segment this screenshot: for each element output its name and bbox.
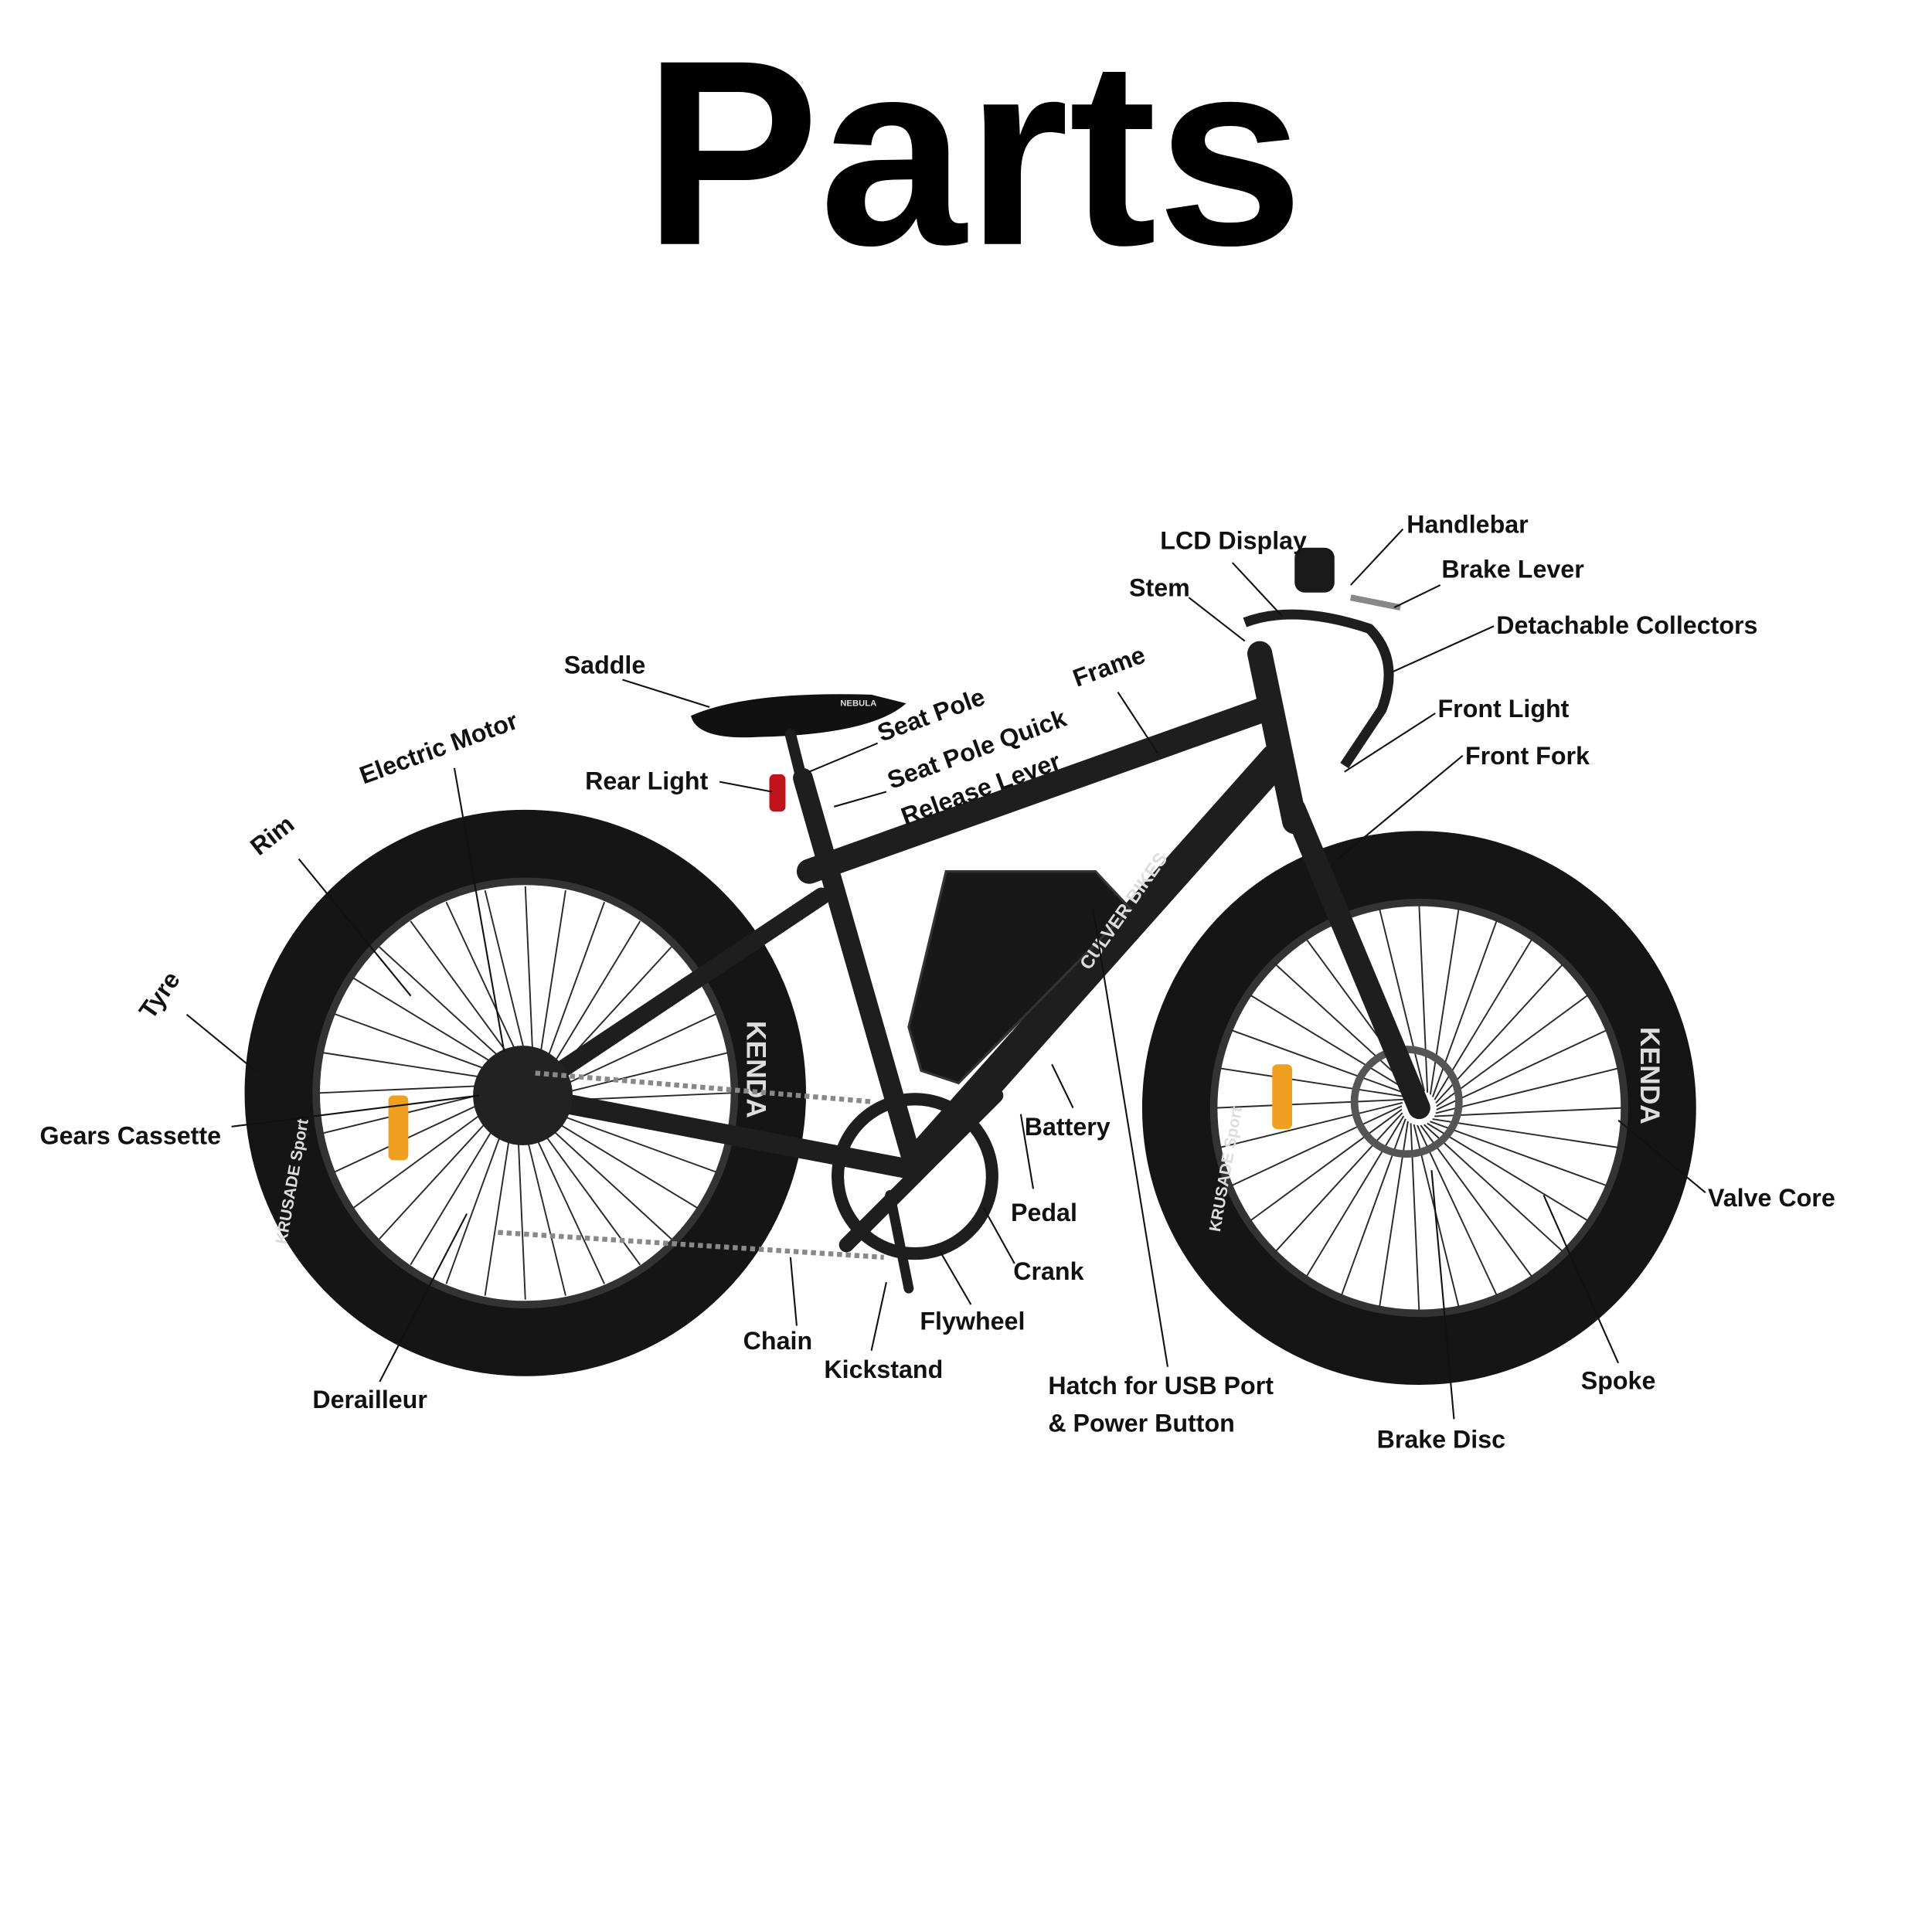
spoke: [1231, 1029, 1409, 1095]
bike-illustration: KENDA KRUSADE Sport KENDA KRUSADE Sport: [244, 547, 1696, 1386]
spoke: [1430, 1121, 1607, 1187]
spoke: [1274, 1112, 1403, 1252]
saddle-logo: NEBULA: [840, 699, 876, 708]
spoke: [1379, 908, 1426, 1092]
label-chain: Chain: [743, 1327, 812, 1355]
rear-light: [769, 774, 786, 812]
handlebar: [1243, 609, 1394, 769]
spoke: [1340, 1118, 1406, 1296]
label-flywheel: Flywheel: [920, 1307, 1025, 1335]
kickstand: [885, 1189, 914, 1294]
leader-lines: [185, 528, 1706, 1420]
spoke: [536, 889, 566, 1080]
label-rim: Rim: [245, 810, 299, 861]
label-brake-lever: Brake Lever: [1441, 555, 1584, 583]
spoke: [1275, 964, 1415, 1092]
spoke: [484, 889, 532, 1077]
rear-tire-logo: KENDA: [740, 1021, 771, 1118]
spoke: [1219, 1067, 1406, 1098]
spoke: [542, 1013, 717, 1096]
label-front-light: Front Light: [1438, 695, 1570, 723]
label-hatch-line1: Hatch for USB Port: [1048, 1372, 1274, 1400]
label-stem: Stem: [1129, 574, 1190, 602]
spoke: [1219, 1101, 1403, 1148]
spoke: [1432, 1118, 1619, 1148]
spoke: [1250, 994, 1412, 1094]
spoke: [1429, 908, 1460, 1095]
spoke: [1436, 1029, 1607, 1111]
spoke: [1436, 994, 1589, 1107]
lcd-display: [1294, 547, 1335, 593]
label-frame: Frame: [1069, 641, 1148, 692]
chainring: [832, 1093, 998, 1260]
spoke: [1423, 1124, 1563, 1253]
label-battery: Battery: [1025, 1113, 1111, 1141]
spoke: [524, 886, 535, 1078]
rear-hub-motor: [473, 1046, 573, 1145]
spoke: [1231, 1105, 1403, 1186]
spoke: [1418, 905, 1429, 1093]
brake-lever: [1349, 594, 1401, 611]
label-tyre: Tyre: [134, 966, 185, 1023]
spoke: [1435, 1067, 1619, 1114]
label-saddle: Saddle: [564, 651, 646, 679]
label-hatch-line2: & Power Button: [1048, 1409, 1235, 1437]
label-front-fork: Front Fork: [1465, 742, 1590, 770]
label-lcd-display: LCD Display: [1160, 526, 1307, 554]
front-wheel: KENDA KRUSADE Sport: [1141, 831, 1696, 1386]
label-kickstand: Kickstand: [824, 1355, 943, 1383]
front-spokes: [1216, 905, 1622, 1311]
saddle: [691, 694, 906, 738]
label-crank: Crank: [1013, 1257, 1083, 1285]
spoke: [538, 901, 606, 1083]
page-title: Parts: [644, 6, 1304, 301]
spoke: [1305, 1115, 1405, 1277]
spoke: [1216, 1098, 1404, 1109]
spoke: [1250, 1108, 1403, 1222]
label-handlebar: Handlebar: [1406, 510, 1529, 538]
label-rear-light: Rear Light: [585, 767, 709, 794]
label-gears-cassette: Gears Cassette: [40, 1121, 222, 1149]
label-spoke: Spoke: [1581, 1367, 1656, 1395]
spoke: [539, 920, 641, 1086]
label-pedal: Pedal: [1011, 1199, 1077, 1226]
spoke: [1434, 1107, 1622, 1117]
label-valve-core: Valve Core: [1708, 1184, 1835, 1212]
spoke: [1417, 1124, 1498, 1296]
spoke: [1420, 1124, 1532, 1277]
battery: [907, 869, 1132, 1085]
rear-reflector: [388, 1095, 409, 1161]
label-derailleur: Derailleur: [312, 1386, 427, 1413]
spoke: [542, 1052, 729, 1099]
front-reflector: [1272, 1064, 1293, 1130]
chain: [498, 1070, 884, 1260]
spoke: [1427, 1122, 1589, 1222]
label-electric-motor: Electric Motor: [355, 706, 522, 789]
label-detachable-collectors: Detachable Collectors: [1496, 611, 1757, 639]
front-tire-logo: KENDA: [1634, 1027, 1665, 1124]
label-brake-disc: Brake Disc: [1377, 1425, 1506, 1453]
